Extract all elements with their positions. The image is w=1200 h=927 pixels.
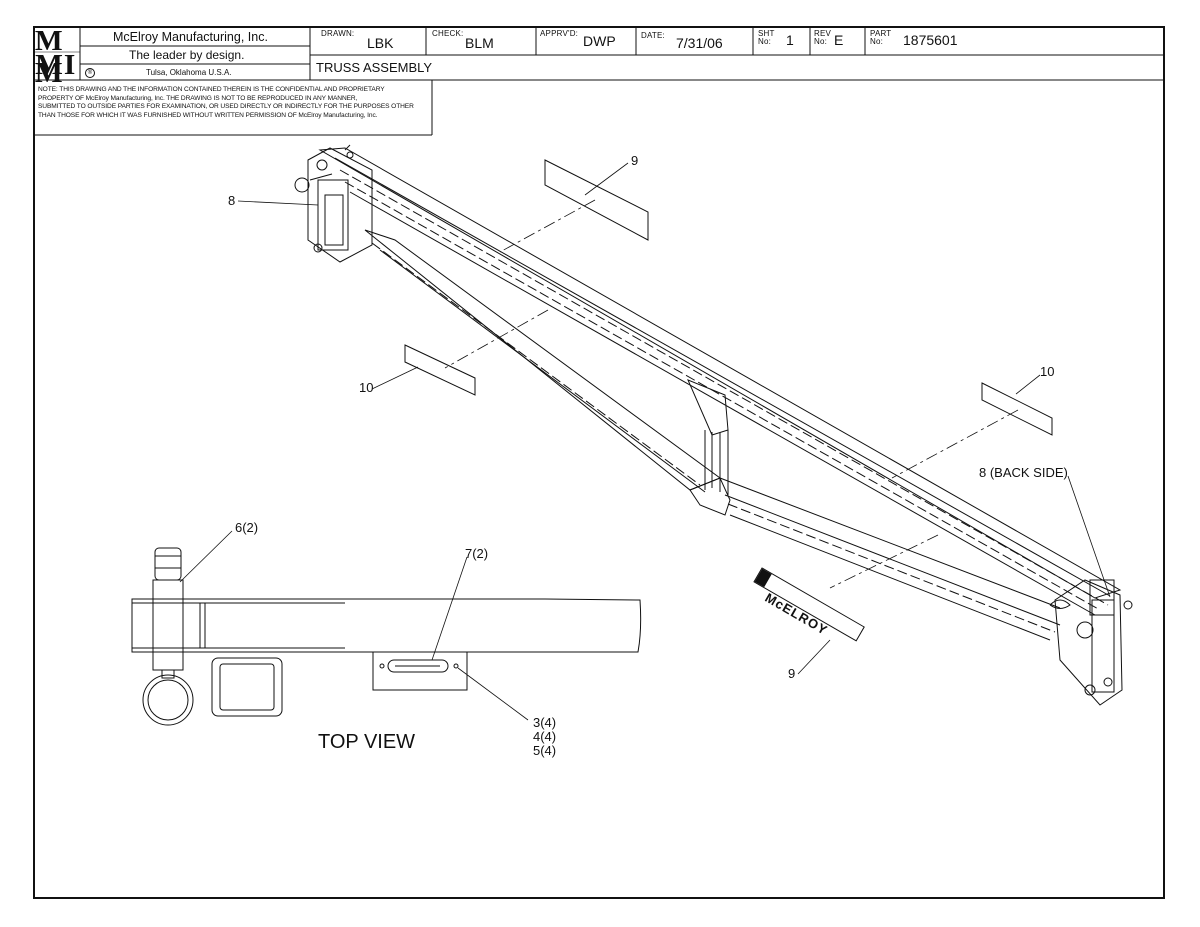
part-number-value: 1875601 [903,32,958,48]
top-view [131,547,642,726]
notice-line-1: NOTE: THIS DRAWING AND THE INFORMATION C… [38,86,385,93]
drawing-title: TRUSS ASSEMBLY [316,60,433,75]
callout-8: 8 [228,193,236,208]
check-label: CHECK: [432,29,464,38]
title-block-grid [35,28,1165,136]
callout-4: 4(4) [533,729,557,744]
truss-top-chord [318,147,1122,616]
part-number-label: PART No: [870,29,892,46]
decal-10-left [404,344,476,396]
decal-9-top [544,159,649,241]
proprietary-notice: NOTE: THIS DRAWING AND THE INFORMATION C… [38,86,430,120]
drawn-value: LBK [367,35,394,51]
callout-5: 5(4) [533,743,557,758]
logo-bottom-letters: M I [35,50,75,81]
sheet-label: SHT No: [758,29,775,46]
callout-7: 7(2) [465,546,489,561]
callout-10-right: 10 [1040,364,1055,379]
check-value: BLM [465,35,494,51]
truss-vertical-post [687,379,729,495]
sheet-value: 1 [786,32,794,48]
callout-10-left: 10 [359,380,374,395]
notice-line-4: THAN THOSE FOR WHICH IT WAS FURNISHED WI… [38,111,378,119]
callout-leaders [179,162,1111,721]
revision-value: E [834,32,844,48]
revision-label: REV No: [814,29,832,46]
date-value: 7/31/06 [676,35,723,51]
right-end-plate [1049,579,1133,706]
drawn-label: DRAWN: [321,29,355,38]
callout-6: 6(2) [235,520,259,535]
company-location: Tulsa, Oklahoma U.S.A. [146,68,232,77]
mcelroy-decal [753,567,865,642]
callout-3: 3(4) [533,715,557,730]
notice-line-3: SUBMITTED TO OUTSIDE PARTIES FOR EXAMINA… [38,103,414,111]
left-end-plate [294,144,373,263]
company-name: McElroy Manufacturing, Inc. [113,30,268,44]
callout-9-bottom: 9 [788,666,796,681]
registered-mark-icon: ® [85,68,95,78]
date-label: DATE: [641,31,665,40]
top-view-label: TOP VIEW [318,731,416,753]
company-slogan: The leader by design. [129,48,245,62]
approved-label: APPRV'D: [540,29,579,38]
decal-10-right [981,382,1053,436]
approved-value: DWP [583,33,616,49]
callout-9-top: 9 [631,153,639,168]
notice-line-2: PROPERTY OF McElroy Manufacturing, Inc. … [38,94,358,102]
drawing-sheet-border [33,26,1165,899]
callout-8-back-side: 8 (BACK SIDE) [979,465,1068,480]
center-lines [444,199,1019,589]
